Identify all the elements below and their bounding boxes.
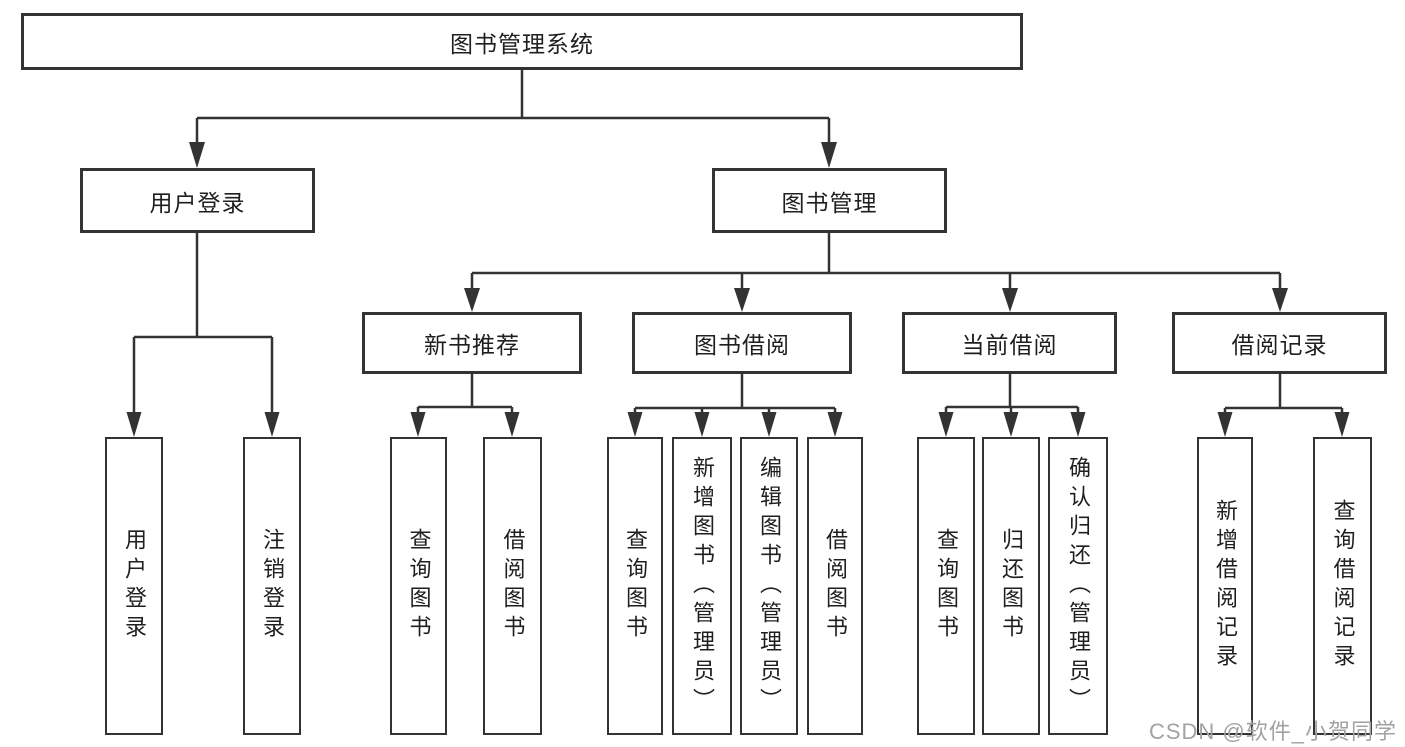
connector-branch-new-books [416,374,514,414]
node-user-login-label: 用户登录 [149,189,246,216]
leaf-confirm-return-admin-label: 确认归还（管理员） [1066,455,1091,717]
connector-branch-root [195,70,831,144]
node-current-borrowing-label: 当前借阅 [961,332,1058,358]
leaf-borrow-books-borrowing-label: 借阅图书 [823,528,848,644]
leaf-query-borrow-record-label: 查询借阅记录 [1330,499,1356,673]
node-current-borrowing: 当前借阅 [902,312,1117,374]
arrowheads-new-books [410,412,520,437]
leaf-logout: 注销登录 [243,437,301,735]
leaf-borrow-books-recommend-label: 借阅图书 [500,528,526,644]
leaf-query-borrow-record: 查询借阅记录 [1313,437,1372,735]
leaf-logout-label: 注销登录 [260,528,285,644]
connector-branch-records [1223,374,1344,414]
arrowheads-current-borrow [938,412,1086,437]
node-new-book-recommend-label: 新书推荐 [424,332,520,358]
leaf-add-borrow-record-label: 新增借阅记录 [1213,499,1238,673]
leaf-user-login: 用户登录 [105,437,163,735]
node-new-book-recommend: 新书推荐 [362,312,582,374]
leaf-confirm-return-admin: 确认归还（管理员） [1048,437,1108,735]
node-user-login-module: 用户登录 [80,168,315,233]
connector-branch-current-borrow [944,374,1080,414]
leaf-query-books-recommend-label: 查询图书 [406,528,432,644]
connector-branch-book-borrow [633,374,837,414]
node-book-borrowing: 图书借阅 [632,312,852,374]
arrowheads-level3 [464,288,1288,312]
connector-branch-book-mgmt [470,233,1282,290]
node-book-management-label: 图书管理 [781,189,878,216]
node-root-label: 图书管理系统 [450,30,594,57]
leaf-add-books-admin: 新增图书（管理员） [672,437,732,735]
leaf-add-books-admin-label: 新增图书（管理员） [690,455,715,717]
leaf-query-books-current-label: 查询图书 [934,528,959,644]
arrowheads-book-borrow [627,412,843,437]
leaf-query-books-recommend: 查询图书 [390,437,447,735]
leaf-borrow-books-recommend: 借阅图书 [483,437,542,735]
csdn-watermark: CSDN @软件_小贺同学 [1148,719,1397,744]
leaf-edit-books-admin: 编辑图书（管理员） [740,437,798,735]
node-book-management-module: 图书管理 [712,168,947,233]
node-book-borrowing-label: 图书借阅 [694,332,790,358]
arrowheads-records [1217,412,1350,437]
connector-branch-user-login [132,233,274,414]
node-root-library-system: 图书管理系统 [21,13,1023,70]
leaf-user-login-label: 用户登录 [122,528,147,644]
node-borrowing-records: 借阅记录 [1172,312,1387,374]
leaf-query-books-borrowing-label: 查询图书 [623,528,648,644]
leaf-edit-books-admin-label: 编辑图书（管理员） [757,455,782,717]
leaf-return-books: 归还图书 [982,437,1040,735]
leaf-query-books-current: 查询图书 [917,437,975,735]
node-borrowing-records-label: 借阅记录 [1231,332,1328,358]
arrowheads-level2 [189,142,837,168]
leaf-return-books-label: 归还图书 [999,528,1024,644]
leaf-query-books-borrowing: 查询图书 [607,437,663,735]
leaf-borrow-books-borrowing: 借阅图书 [807,437,863,735]
arrowheads-user-login [126,412,280,437]
leaf-add-borrow-record: 新增借阅记录 [1197,437,1253,735]
